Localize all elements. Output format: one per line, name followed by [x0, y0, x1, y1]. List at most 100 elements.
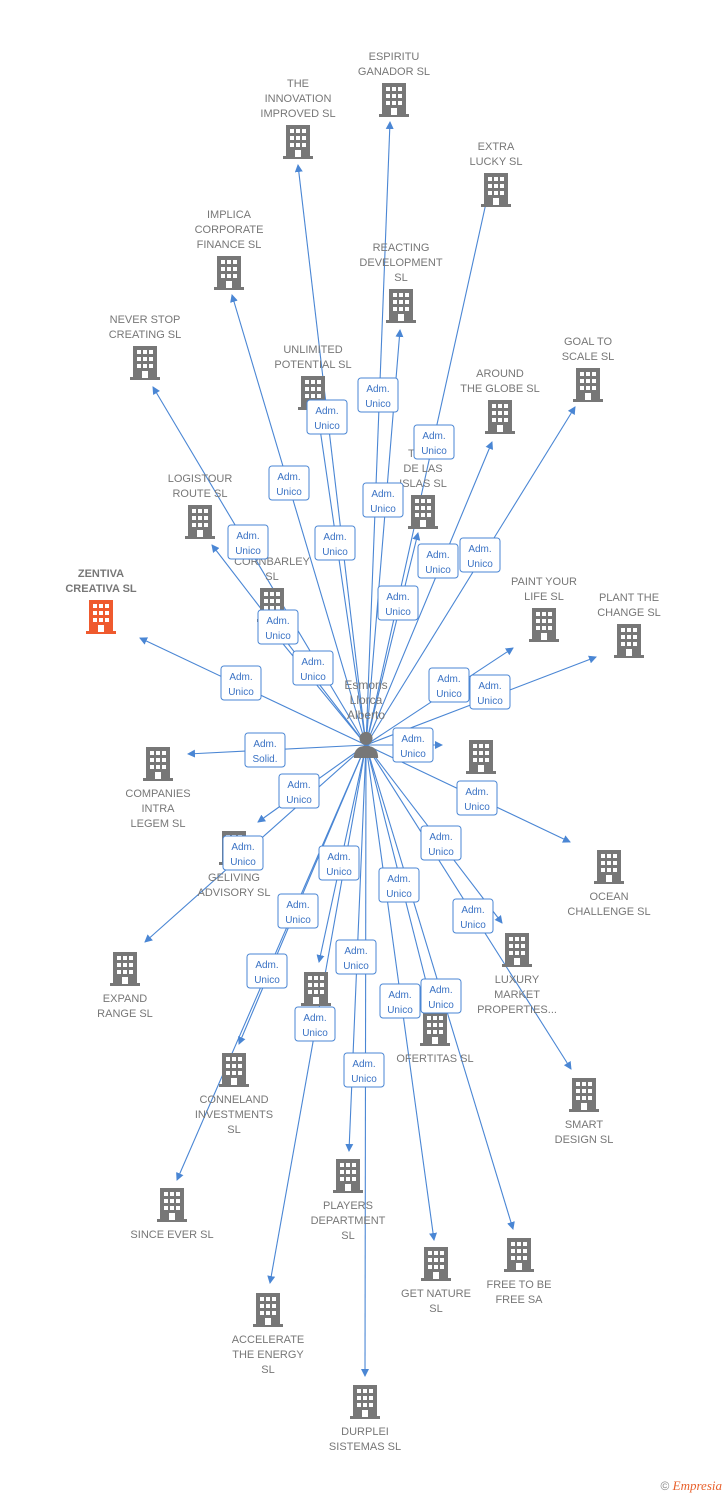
edge-label-logistour[interactable]: Adm.Unico [257, 609, 299, 645]
edge-label-ofertitas[interactable]: Adm.Unico [378, 867, 420, 903]
edge-label-cornbarley[interactable]: Adm.Unico [292, 650, 334, 686]
edge-label-text: Unico [302, 1028, 328, 1039]
company-name-line: THE [287, 78, 309, 90]
edge-label-geliving[interactable]: Adm.Unico [278, 773, 320, 809]
company-name-line: ISLAS SL [399, 478, 447, 490]
edge-label-goal[interactable]: Adm.Unico [459, 537, 501, 573]
edge-label-freetobe[interactable]: Adm.Unico [420, 978, 462, 1014]
edge-line-around [365, 441, 494, 746]
edge-label-around[interactable]: Adm.Unico [417, 543, 459, 579]
company-name-line: IMPLICA [207, 209, 252, 221]
edge-label-text: Unico [365, 399, 391, 410]
edge-label-accelerate[interactable]: Adm.Unico [294, 1006, 336, 1042]
company-name-line: ACCELERATE [232, 1334, 305, 1346]
company-name-line: INVESTMENTS [195, 1109, 273, 1121]
edge-label-sinceever[interactable]: Adm.Unico [246, 953, 288, 989]
edge-label-ga[interactable]: Adm.Unico [392, 727, 434, 763]
edge-line-cornbarley [269, 627, 367, 746]
edge-label-tierra[interactable]: Adm.Unico [377, 585, 419, 621]
company-node-sinceever[interactable]: SINCE EVER SL [130, 1188, 214, 1241]
edge-label-durplei[interactable]: Adm.Unico [343, 1052, 385, 1088]
edge-label-text: Unico [265, 631, 291, 642]
edge-label-text: Unico [322, 547, 348, 558]
edge-label-players[interactable]: Adm.Unico [335, 939, 377, 975]
edge-label-text: Unico [300, 672, 326, 683]
building-icon [143, 747, 173, 781]
edge-label-smart[interactable]: Adm.Unico [452, 898, 494, 934]
edge-label-text: Unico [428, 1000, 454, 1011]
edge-label-ocean[interactable]: Adm.Unico [456, 780, 498, 816]
edge-label-reacting[interactable]: Adm.Unico [362, 482, 404, 518]
edge-label-text: Adm. [231, 842, 254, 853]
edge-label-text: Adm. [287, 780, 310, 791]
building-icon [283, 125, 313, 159]
edge-label-box [420, 978, 462, 1014]
company-name-line: INTRA [142, 803, 176, 815]
edge-label-box [392, 727, 434, 763]
edge-label-getnature[interactable]: Adm.Unico [379, 983, 421, 1019]
company-name-line: GOAL TO [564, 336, 613, 348]
edge-label-text: Adm. [386, 592, 409, 603]
edge-label-extra[interactable]: Adm.Unico [413, 424, 455, 460]
edge-label-neverstop[interactable]: Adm.Unico [227, 524, 269, 560]
building-icon [110, 952, 140, 986]
company-name-line: SINCE EVER SL [130, 1229, 213, 1241]
brand-logo[interactable]: Empresia [672, 1478, 722, 1493]
edge-label-text: Adm. [286, 900, 309, 911]
edge-label-zentiva[interactable]: Adm.Unico [220, 665, 262, 701]
building-icon [386, 289, 416, 323]
company-name-line: ROUTE SL [172, 488, 227, 500]
company-name-line: CREATING SL [109, 329, 182, 341]
edge-label-be[interactable]: Adm.Unico [318, 845, 360, 881]
edge-label-text: Adm. [465, 787, 488, 798]
edge-label-unlimited[interactable]: Adm.Unico [314, 525, 356, 561]
building-icon [466, 740, 496, 774]
company-node-luxury[interactable]: LUXURYMARKETPROPERTIES... [477, 933, 557, 1016]
footer-credit: © Empresia [660, 1478, 722, 1494]
edge-label-text: Unico [387, 1005, 413, 1016]
edge-label-luxury[interactable]: Adm.Unico [420, 825, 462, 861]
edge-label-plant[interactable]: Adm.Unico [469, 674, 511, 710]
company-name-line: SISTEMAS SL [329, 1441, 401, 1453]
edge-label-expand[interactable]: Adm.Unico [222, 835, 264, 871]
company-name-line: RANGE SL [97, 1008, 153, 1020]
edge-label-espiritu[interactable]: Adm.Unico [357, 377, 399, 413]
company-name-line: EXTRA [478, 141, 515, 153]
company-node-implica[interactable]: IMPLICA CORPORATE FINANCE SL [195, 209, 264, 290]
edge-label-implica[interactable]: Adm.Unico [268, 465, 310, 501]
edge-label-conneland[interactable]: Adm.Unico [277, 893, 319, 929]
company-node-ofertitas[interactable]: OFERTITAS SL [396, 1012, 474, 1065]
company-name-line: FINANCE SL [197, 239, 262, 251]
edge-label-paint[interactable]: Adm.Unico [428, 667, 470, 703]
company-name-line: CORPORATE [195, 224, 264, 236]
edge-line-unlimited [315, 414, 367, 746]
edge-label-innovation[interactable]: Adm.Unico [306, 399, 348, 435]
company-name-line: LUXURY [495, 974, 540, 986]
edge-label-companies[interactable]: Adm.Solid. [244, 732, 286, 768]
